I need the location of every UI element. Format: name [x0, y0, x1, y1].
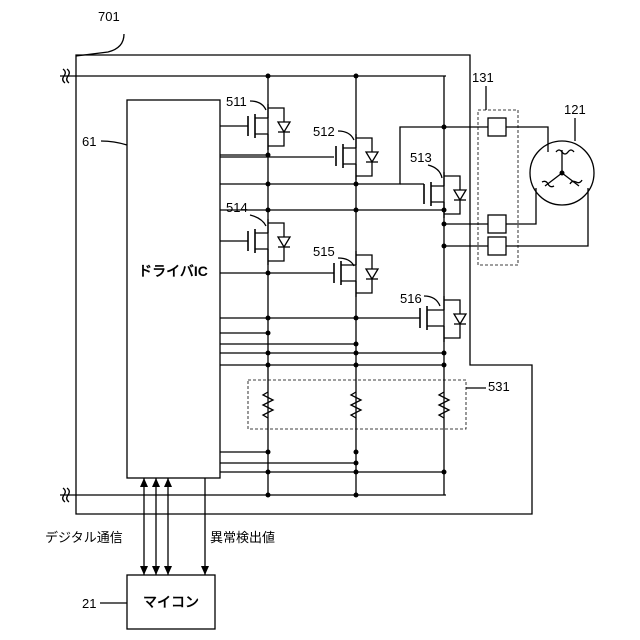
phase-output-lines [356, 127, 488, 246]
fet-514 [248, 219, 290, 265]
connector-label: 131 [472, 70, 494, 85]
fet3-label: 513 [410, 150, 432, 165]
fet-513 [400, 172, 466, 218]
board-label: 701 [98, 9, 120, 24]
connector-pin-1 [488, 118, 506, 136]
mcu-name: マイコン [143, 594, 199, 610]
fet4-label: 514 [226, 200, 248, 215]
fet5-label: 515 [313, 244, 335, 259]
fet2-label: 512 [313, 124, 335, 139]
driver-ic-ref: 61 [82, 134, 96, 149]
top-rail [60, 69, 446, 502]
comm-lines [140, 478, 209, 575]
fet-511 [248, 104, 290, 150]
shunt-group-label: 531 [488, 379, 510, 394]
motor-121 [506, 127, 594, 246]
connector-pin-2 [488, 215, 506, 233]
fet-516 [420, 296, 466, 342]
driver-ic-name: ドライバIC [138, 263, 208, 279]
connector-pin-3 [488, 237, 506, 255]
mcu-ref: 21 [82, 596, 96, 611]
fet6-label: 516 [400, 291, 422, 306]
motor-label: 121 [564, 102, 586, 117]
driver-ic-box [127, 100, 220, 478]
shunt-group-box [248, 380, 466, 429]
fet1-label: 511 [226, 94, 247, 109]
fet-512 [336, 134, 378, 180]
digital-comm-label: デジタル通信 [45, 530, 123, 545]
abnormal-value-label: 異常検出値 [210, 530, 275, 545]
